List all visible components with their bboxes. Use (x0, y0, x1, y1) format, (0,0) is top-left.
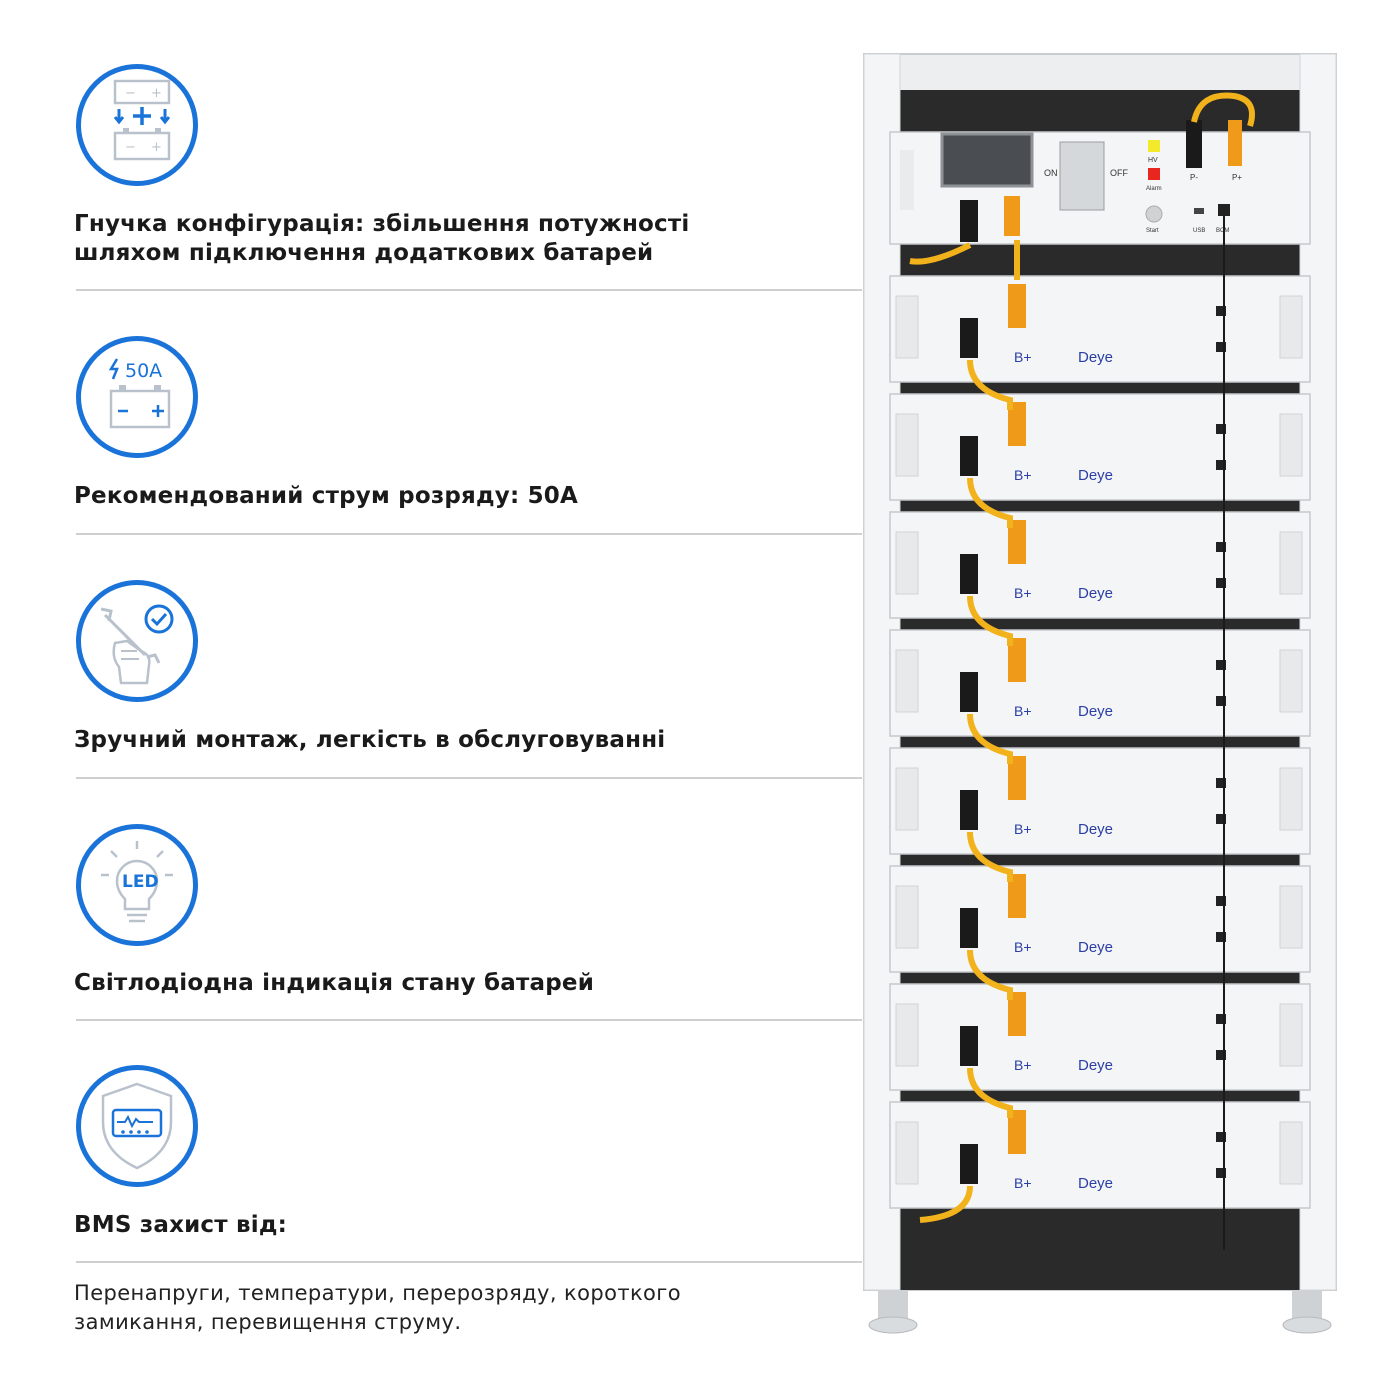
yellow-cable (909, 240, 1020, 1223)
module-terminal: B+ (1014, 1175, 1032, 1191)
p-minus-label: P- (1190, 173, 1198, 182)
on-label: ON (1044, 168, 1058, 178)
divider (76, 289, 862, 291)
off-label: OFF (1110, 168, 1128, 178)
feature-title: Зручний монтаж, легкість в обслуговуванн… (74, 727, 666, 753)
battery-rack: ON OFF HV Alarm Start USB BCM P- P+ (860, 50, 1340, 1350)
module-terminal: B+ (1014, 1057, 1032, 1073)
svg-text:−: − (125, 140, 136, 155)
control-unit: ON OFF HV Alarm Start USB BCM P- P+ (889, 92, 1311, 245)
divider (76, 777, 862, 779)
module-2: B+ Deye (889, 511, 1311, 619)
feature-title: Світлодіодна індикація стану батарей (74, 970, 595, 996)
divider (76, 1261, 862, 1263)
hv-label: HV (1148, 157, 1158, 164)
divider (76, 1019, 862, 1021)
module-0: B+ Deye (889, 275, 1311, 383)
module-brand: Deye (1078, 1175, 1113, 1192)
module-brand: Deye (1078, 349, 1113, 366)
current-icon-text: 50A (125, 360, 162, 382)
module-brand: Deye (1078, 703, 1113, 720)
module-1: B+ Deye (889, 393, 1311, 501)
module-5: B+ Deye (889, 865, 1311, 973)
led-bulb-icon: LED (76, 824, 198, 946)
wrench-hand-icon (76, 580, 198, 702)
module-3: B+ Deye (889, 629, 1311, 737)
bcm-label: BCM (1216, 228, 1229, 234)
feature-title: Гнучка конфігурація: збільшення потужнос… (74, 211, 690, 266)
module-7: B+ Deye (889, 1101, 1311, 1209)
battery-current-icon: 50A (76, 336, 198, 458)
bms-description: Перенапруги, температури, перерозряду, к… (74, 1281, 681, 1334)
svg-text:+: + (151, 140, 162, 155)
module-6: B+ Deye (889, 983, 1311, 1091)
module-brand: Deye (1078, 939, 1113, 956)
svg-text:+: + (151, 86, 162, 101)
feature-title: BMS захист від: (74, 1212, 288, 1238)
module-terminal: B+ (1014, 939, 1032, 955)
module-terminal: B+ (1014, 703, 1032, 719)
usb-label: USB (1193, 228, 1205, 234)
module-terminal: B+ (1014, 467, 1032, 483)
alarm-label: Alarm (1146, 186, 1162, 192)
module-brand: Deye (1078, 1057, 1113, 1074)
shield-monitor-icon (76, 1065, 198, 1187)
battery-rack-svg: ON OFF HV Alarm Start USB BCM P- P+ (863, 53, 1337, 1334)
divider (76, 533, 862, 535)
p-plus-label: P+ (1232, 173, 1242, 182)
battery-connect-icon: − + − + (76, 64, 198, 186)
module-brand: Deye (1078, 467, 1113, 484)
feature-title: Рекомендований струм розряду: 50А (74, 483, 579, 509)
module-brand: Deye (1078, 585, 1113, 602)
module-terminal: B+ (1014, 821, 1032, 837)
led-icon-text: LED (122, 872, 159, 892)
start-label: Start (1146, 228, 1159, 234)
module-terminal: B+ (1014, 585, 1032, 601)
svg-text:−: − (125, 86, 136, 101)
module-4: B+ Deye (889, 747, 1311, 855)
module-terminal: B+ (1014, 349, 1032, 365)
module-brand: Deye (1078, 821, 1113, 838)
